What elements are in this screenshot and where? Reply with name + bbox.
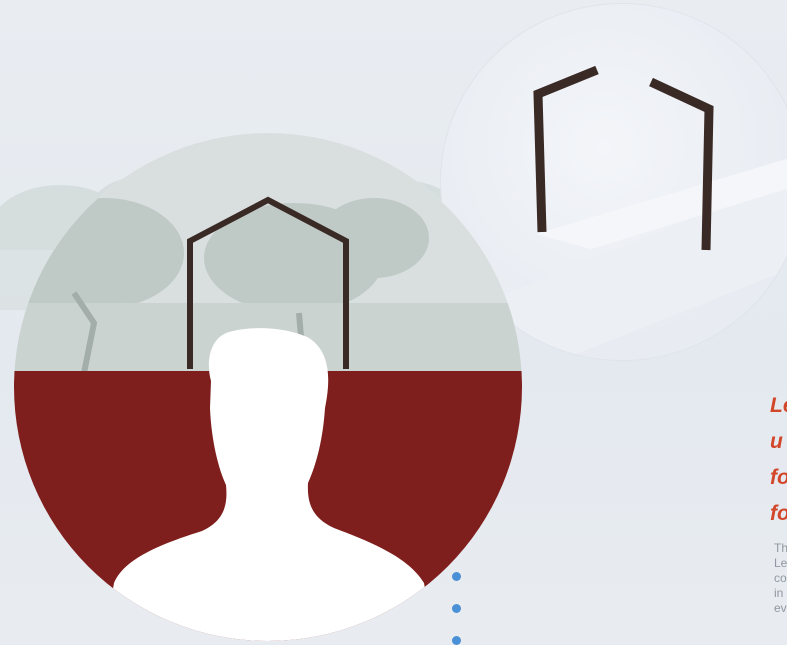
body-line: co xyxy=(774,571,787,586)
section-heading: Le u fo fo xyxy=(770,388,787,532)
body-paragraph: Th Le co in ev xyxy=(774,541,787,616)
heading-line: fo xyxy=(770,496,787,532)
body-line: ev xyxy=(774,601,787,616)
big-circle-illustration xyxy=(14,133,522,641)
body-line: Th xyxy=(774,541,787,556)
heading-line: u xyxy=(770,424,787,460)
bullet-dot-icon xyxy=(452,572,461,581)
heading-line: Le xyxy=(770,388,787,424)
person-in-house-icon xyxy=(14,133,522,641)
body-line: in xyxy=(774,586,787,601)
body-line: Le xyxy=(774,556,787,571)
bullet-dot-icon xyxy=(452,636,461,645)
heading-line: fo xyxy=(770,460,787,496)
bullet-dot-icon xyxy=(452,604,461,613)
